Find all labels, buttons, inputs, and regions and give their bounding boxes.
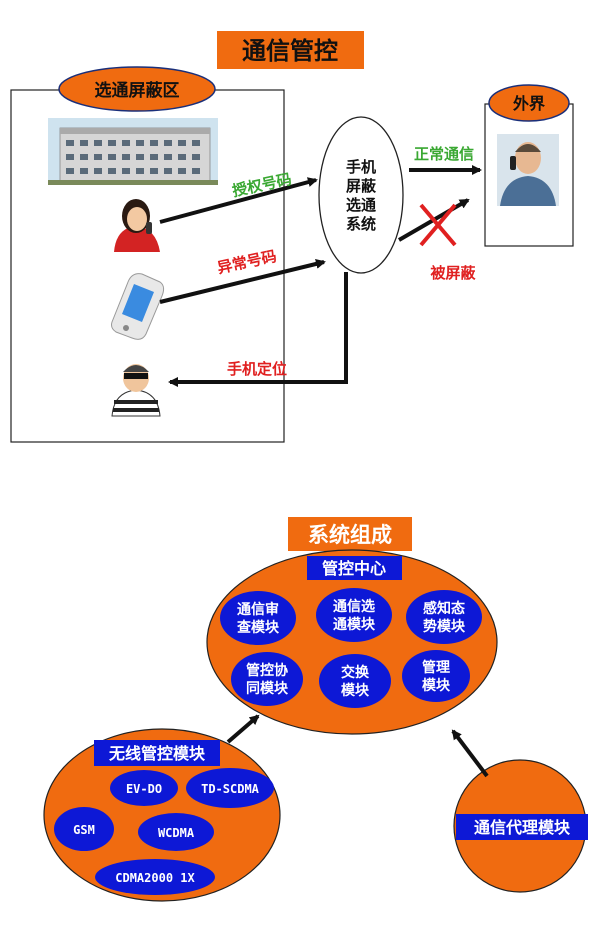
thief-icon xyxy=(111,364,161,417)
building-icon xyxy=(48,118,218,185)
blocking-system-ellipse xyxy=(318,116,404,274)
abnormal-arrow xyxy=(159,259,326,304)
wireless-item-wcdma xyxy=(138,813,214,851)
wireless-item-tdscdma xyxy=(186,768,274,808)
pda-icon xyxy=(111,273,165,340)
module-control-coordination xyxy=(231,652,303,706)
top-title: 通信管控 xyxy=(242,37,338,65)
control-center-title: 管控中心 xyxy=(322,559,386,578)
outside-label: 外界 xyxy=(512,94,545,113)
module-comm-select xyxy=(316,588,392,642)
system-label-line-1: 手机 xyxy=(346,158,376,176)
module-management xyxy=(402,650,470,702)
system-label-line-2: 屏蔽 xyxy=(346,177,377,195)
wireless-item-cdma2000-label: CDMA2000 1X xyxy=(115,871,195,885)
module-situation-awareness xyxy=(406,590,482,644)
man-phone-icon xyxy=(497,134,559,206)
module-comm-audit-line-1: 通信审 xyxy=(237,601,279,618)
bottom-title: 系统组成 xyxy=(308,523,392,547)
normal-comm-label: 正常通信 xyxy=(414,145,474,163)
module-situation-awareness-line-1: 感知态 xyxy=(423,600,465,617)
module-management-line-2: 模块 xyxy=(422,677,451,694)
locate-arrow xyxy=(168,272,348,387)
top-title-box xyxy=(217,31,364,69)
wireless-item-evdo-label: EV-DO xyxy=(126,782,162,796)
module-management-line-1: 管理 xyxy=(422,659,450,676)
control-center-title-box xyxy=(307,556,402,580)
module-switching-line-2: 模块 xyxy=(341,682,370,699)
locate-label: 手机定位 xyxy=(227,360,287,378)
wireless-item-gsm xyxy=(54,807,114,851)
blocked-x-icon xyxy=(419,203,457,247)
blocked-label: 被屏蔽 xyxy=(430,264,476,282)
authorized-arrow xyxy=(159,177,318,224)
wireless-item-tdscdma-label: TD-SCDMA xyxy=(201,782,260,796)
module-switching xyxy=(319,654,391,708)
wireless-item-cdma2000 xyxy=(95,859,215,895)
wireless-title-box xyxy=(94,740,220,766)
woman-phone-icon xyxy=(114,199,160,252)
module-control-coordination-line-1: 管控协 xyxy=(246,662,288,679)
zone-label-ellipse xyxy=(58,66,216,112)
module-comm-audit-line-2: 查模块 xyxy=(237,619,280,636)
system-label-line-4: 系统 xyxy=(346,215,376,233)
wireless-item-gsm-label: GSM xyxy=(73,823,95,837)
module-control-coordination-line-2: 同模块 xyxy=(246,680,289,697)
module-situation-awareness-line-2: 势模块 xyxy=(423,618,466,635)
module-switching-line-1: 交换 xyxy=(341,664,370,681)
abnormal-label: 异常号码 xyxy=(216,247,278,277)
wireless-item-wcdma-label: WCDMA xyxy=(158,826,195,840)
wireless-title: 无线管控模块 xyxy=(108,744,206,763)
wireless-item-evdo xyxy=(110,770,178,806)
proxy-title-box xyxy=(456,814,588,840)
outside-label-ellipse xyxy=(488,84,570,122)
module-comm-select-line-2: 通模块 xyxy=(333,616,376,633)
wireless-to-center-arrow xyxy=(226,714,260,744)
proxy-to-center-arrow xyxy=(451,729,489,778)
module-comm-select-line-1: 通信选 xyxy=(333,598,375,615)
module-comm-audit xyxy=(220,591,296,645)
proxy-title: 通信代理模块 xyxy=(474,818,571,837)
bottom-title-box xyxy=(288,517,412,551)
system-label-line-3: 选通 xyxy=(346,196,376,214)
zone-label: 选通屏蔽区 xyxy=(95,80,180,101)
